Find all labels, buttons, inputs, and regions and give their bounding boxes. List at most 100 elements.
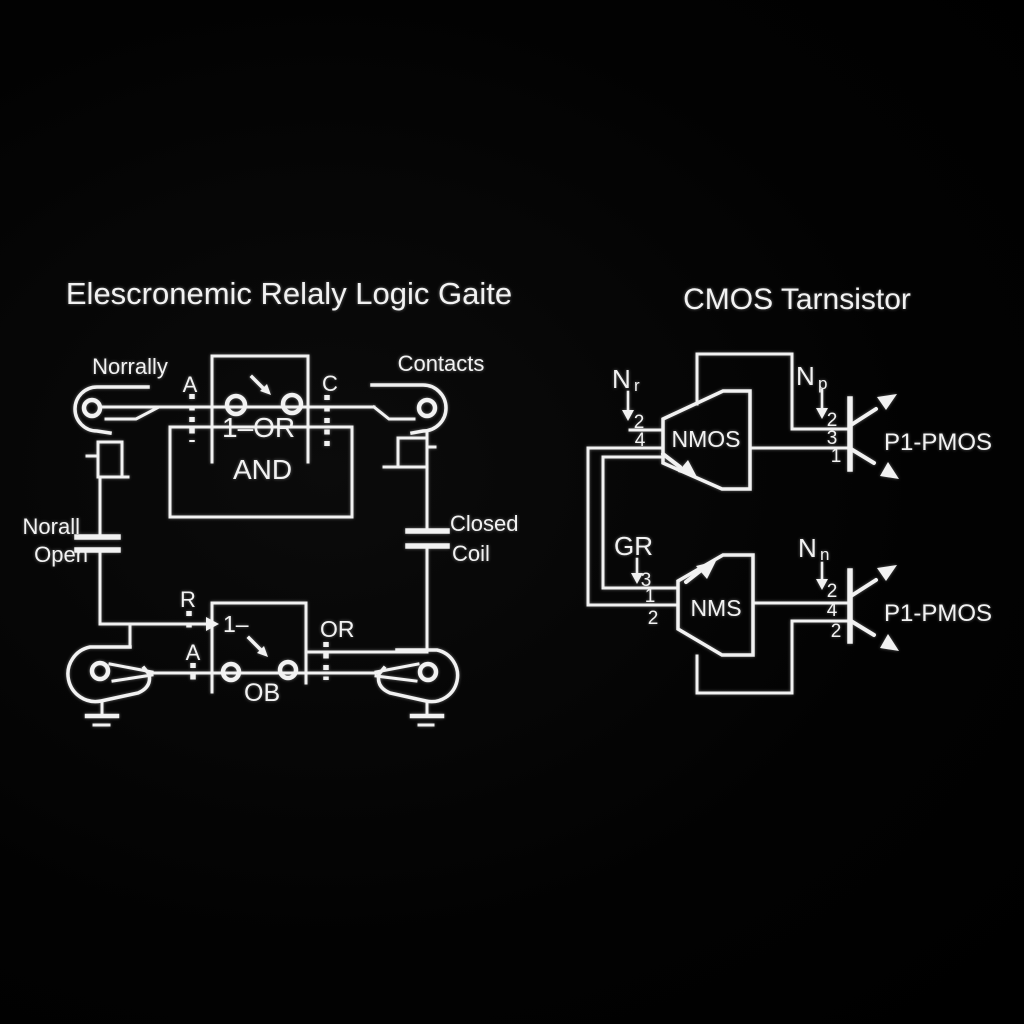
arrow-shaft <box>849 578 878 598</box>
terminal-circle <box>89 660 111 682</box>
normally-open-branch: Norall Open <box>23 475 121 626</box>
terminal-circle <box>81 397 103 419</box>
armature-wedge <box>108 662 154 683</box>
arrow-shaft <box>661 452 682 469</box>
nms-body-shape <box>676 553 755 657</box>
pin-label: 2 <box>827 581 838 602</box>
or-label: OR <box>320 616 355 642</box>
r-label: R <box>180 587 196 612</box>
arrow-head <box>696 561 716 579</box>
arrow-head <box>816 408 828 419</box>
inner-coupling-wire <box>601 455 680 590</box>
one-dash-label: 1– <box>223 611 249 637</box>
arrow-head <box>622 410 634 421</box>
np-label-subscript: p <box>818 374 827 393</box>
switch-arrow-head <box>257 646 268 657</box>
contact-hook-shape <box>370 383 448 436</box>
nms-body-label: NMS <box>690 595 741 621</box>
terminal-circle <box>416 397 438 419</box>
pmos-bottom-cell: N n 2 4 2 P1-PMOS <box>798 533 992 651</box>
channel-arrow-icon <box>684 561 716 584</box>
nmos-top-cell: N r 2 4 NMOS <box>612 352 850 491</box>
relay-contact-bottom-left <box>66 645 154 727</box>
contact-hook-shape <box>73 385 150 435</box>
switch-terminal-left <box>224 393 248 417</box>
ground-symbol-left <box>84 699 120 727</box>
one-or-label: 1–OR <box>222 412 295 443</box>
switch-box-top <box>210 354 310 464</box>
pin-label: 2 <box>648 608 659 629</box>
arrow-shaft <box>684 569 702 584</box>
norall-label: Norall <box>23 514 80 539</box>
a-bottom-label: A <box>186 640 201 665</box>
outer-coupling-wire <box>586 446 680 607</box>
pin-label: 2 <box>634 412 645 433</box>
c-top-label: C <box>322 371 338 396</box>
pin-label: 3 <box>641 570 652 591</box>
relay-contact-top-left <box>73 385 160 479</box>
arrow-head <box>877 565 897 581</box>
nms-bottom-cell: GR 3 1 2 NMS <box>614 531 850 695</box>
relay-contact-bottom-right <box>374 648 460 727</box>
arrow-shaft <box>849 447 876 465</box>
contacts-label: Contacts <box>398 351 485 376</box>
pin-label: 1 <box>831 446 842 467</box>
nmos-body-shape <box>661 389 752 491</box>
pmos-name-label: P1-PMOS <box>884 600 992 627</box>
gr-label: GR <box>614 531 653 561</box>
nn-label: N <box>798 533 817 563</box>
input-arrow-icon <box>816 388 828 419</box>
nr-label: N <box>612 364 631 394</box>
and-label: AND <box>233 454 292 485</box>
pin-label: 1 <box>645 586 656 607</box>
terminal-circle <box>417 661 439 683</box>
pin-label: 4 <box>635 430 646 451</box>
closed-coil-branch: Closed Coil <box>405 431 518 653</box>
contact-notch <box>85 440 130 479</box>
arrow-head <box>631 573 643 584</box>
arrow-head <box>877 394 897 410</box>
emitter-arrow-up-icon <box>849 394 897 427</box>
arrow-shaft <box>849 407 878 427</box>
np-label: N <box>796 361 815 391</box>
top-loop-wire <box>695 352 850 431</box>
switch-terminal-right <box>280 392 304 416</box>
left-diagram-title: Elescronemic Relaly Logic Gaite <box>66 276 512 311</box>
ground-symbol-right <box>409 700 445 727</box>
contact-comma-shape <box>376 648 460 704</box>
emitter-arrow-down-icon <box>849 447 899 479</box>
input-arrow-icon <box>816 561 828 590</box>
relay-contact-top-right <box>370 383 448 469</box>
cmos-diagram: CMOS Tarnsistor N r 2 4 NMOS <box>586 283 992 695</box>
normally-label: Norrally <box>92 354 168 379</box>
nr-label-subscript: r <box>634 376 640 395</box>
switch-arrow-head <box>260 384 271 395</box>
input-arrow-icon <box>631 557 643 584</box>
armature-wedge <box>104 405 160 421</box>
armature-wedge <box>374 662 420 683</box>
closed-label: Closed <box>450 511 518 536</box>
channel-arrow-icon <box>661 452 697 477</box>
arrow-head <box>880 634 899 651</box>
pin-label: 3 <box>827 428 838 449</box>
a-top-label: A <box>183 372 198 397</box>
armature-wedge <box>371 404 416 421</box>
switch-arrow-icon <box>249 374 271 395</box>
pin-label: 2 <box>827 410 838 431</box>
right-diagram-title: CMOS Tarnsistor <box>683 283 911 316</box>
pmos-top-cell: N p 2 3 1 P1-PMOS <box>796 361 992 479</box>
arrow-head <box>816 579 828 590</box>
emitter-arrow-up-icon <box>849 565 897 598</box>
nn-label-subscript: n <box>820 545 829 564</box>
bottom-loop-wire <box>695 619 850 695</box>
contact-comma-shape <box>66 645 152 704</box>
arrow-head <box>678 460 697 477</box>
and-box <box>168 425 354 519</box>
relay-logic-diagram: Elescronemic Relaly Logic Gaite Norrally… <box>23 276 518 727</box>
arrow-shaft <box>849 619 876 637</box>
emitter-arrow-down-icon <box>849 619 899 651</box>
open-label: Open <box>34 542 88 567</box>
switch-terminal-left <box>220 661 242 683</box>
